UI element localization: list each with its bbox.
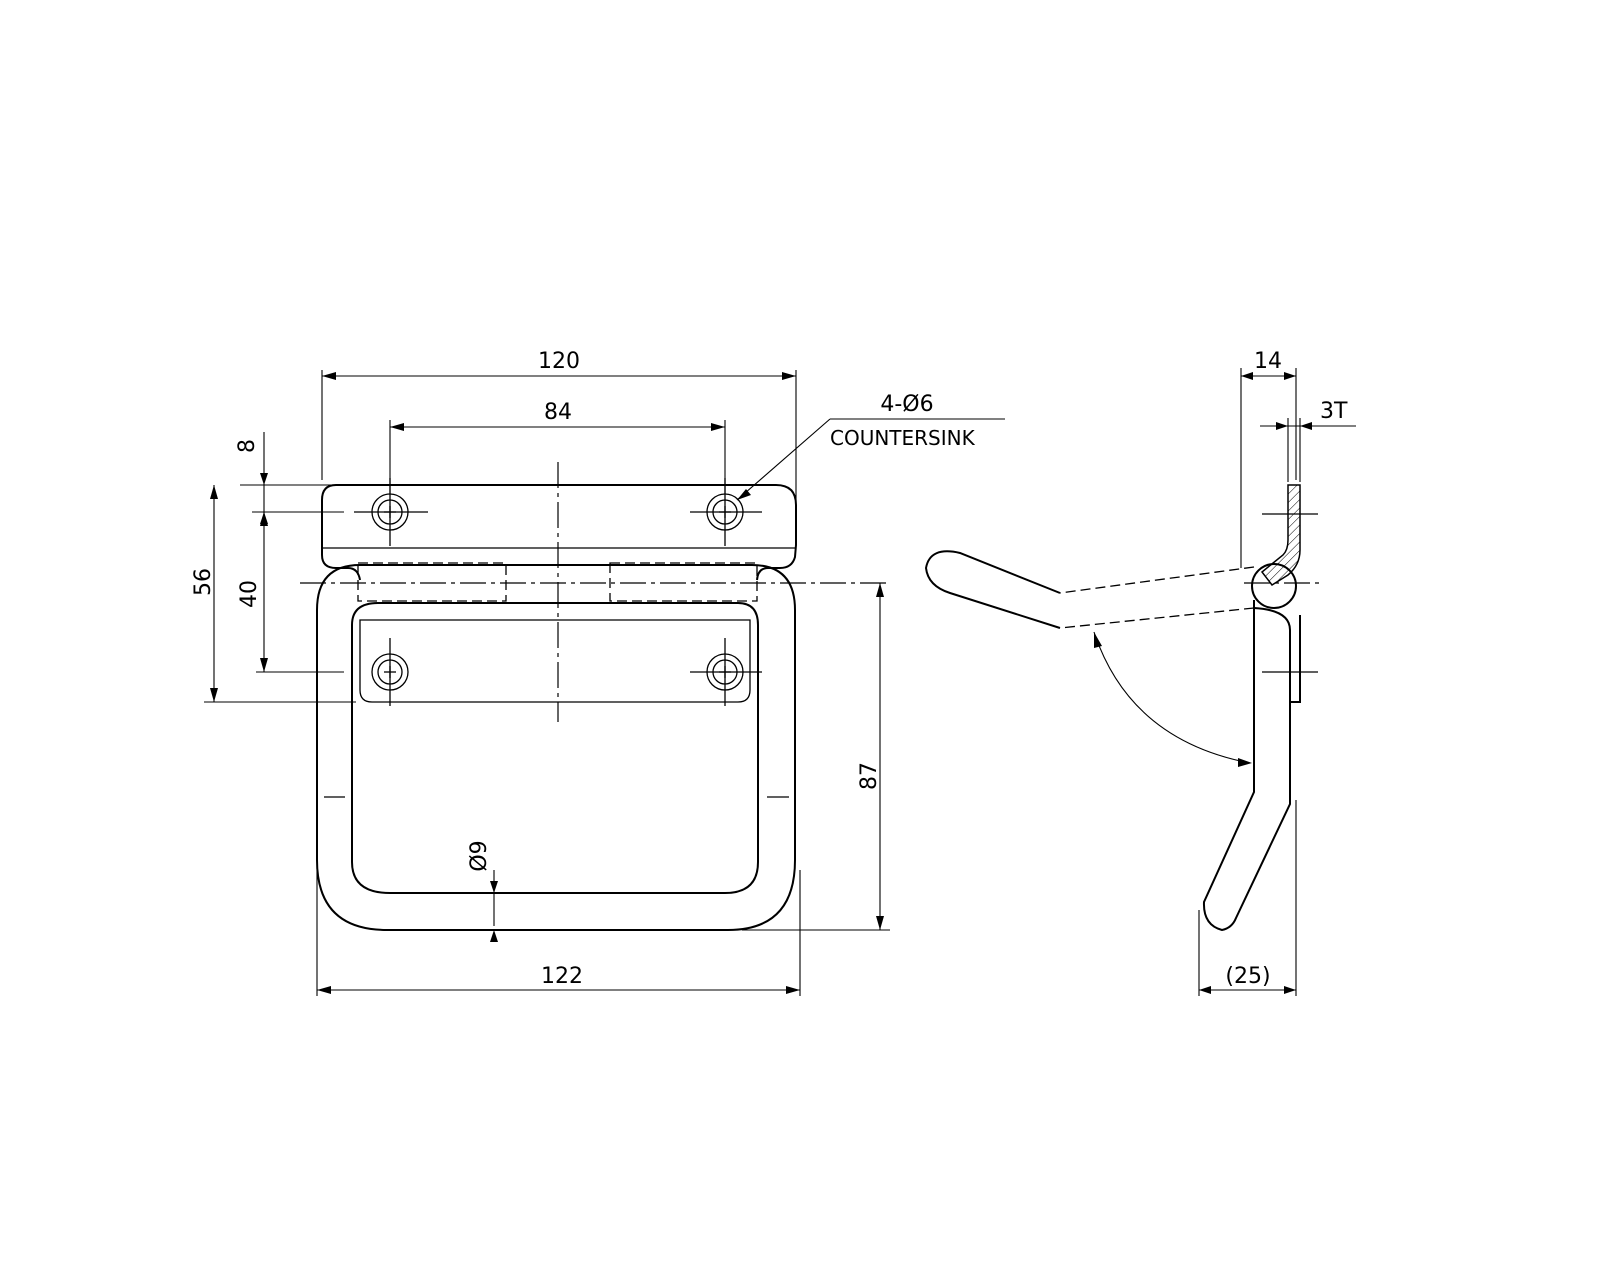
dim-56-label: 56: [191, 568, 216, 596]
dim-87-label: 87: [857, 762, 882, 790]
side-plate-lower: [1253, 607, 1301, 703]
dim-3t-label: 3T: [1320, 399, 1348, 424]
dim-3t: 3T: [1260, 399, 1356, 482]
swing-arc: [1093, 631, 1251, 764]
mounting-plate-outline: [321, 484, 797, 581]
dim-84-label: 84: [544, 400, 572, 425]
dim-87: 87: [742, 583, 890, 931]
front-center-lines: [300, 462, 890, 722]
callout-holes-label: 4-Ø6: [880, 392, 933, 417]
dim-40: 40: [237, 512, 344, 673]
swing-arc-arrow-bottom: [1238, 758, 1252, 767]
callout-note-label: COUNTERSINK: [830, 426, 976, 450]
side-view: 14 3T (25): [924, 349, 1356, 996]
front-view: 120 84 4-Ø6 COUNTERSINK 8: [191, 349, 1005, 996]
hole-callout: 4-Ø6 COUNTERSINK: [736, 392, 1005, 501]
dim-14-label: 14: [1254, 349, 1282, 374]
side-rod-arm: [924, 550, 1061, 629]
handle-inner-loop: [351, 602, 759, 894]
dim-56: 56: [191, 485, 356, 703]
swing-arc-arrow-top: [1094, 632, 1102, 648]
side-rod-down: [1202, 600, 1291, 932]
dim-120: 120: [321, 349, 797, 500]
hidden-slot-right: [609, 562, 758, 602]
dim-25: (25): [1198, 800, 1297, 996]
side-rod-folded: [1059, 566, 1255, 629]
dim-14: 14: [1240, 349, 1297, 568]
dim-122-label: 122: [541, 964, 583, 989]
dim-8-label: 8: [235, 439, 260, 453]
lower-plate-outline: [359, 619, 751, 703]
dim-122: 122: [316, 870, 801, 996]
hidden-slot-left: [357, 562, 507, 602]
dim-25-label: (25): [1225, 964, 1270, 989]
dim-rod-diameter: Ø9: [467, 840, 498, 942]
dim-8: 8: [235, 432, 344, 524]
side-plate-section: [1260, 484, 1301, 586]
handle-outer-loop: [316, 564, 796, 931]
dim-84: 84: [389, 400, 726, 494]
dim-rod-diameter-label: Ø9: [467, 840, 492, 871]
dim-40-label: 40: [237, 580, 262, 608]
hinge-pin: [1251, 563, 1297, 609]
dim-120-label: 120: [538, 349, 580, 374]
